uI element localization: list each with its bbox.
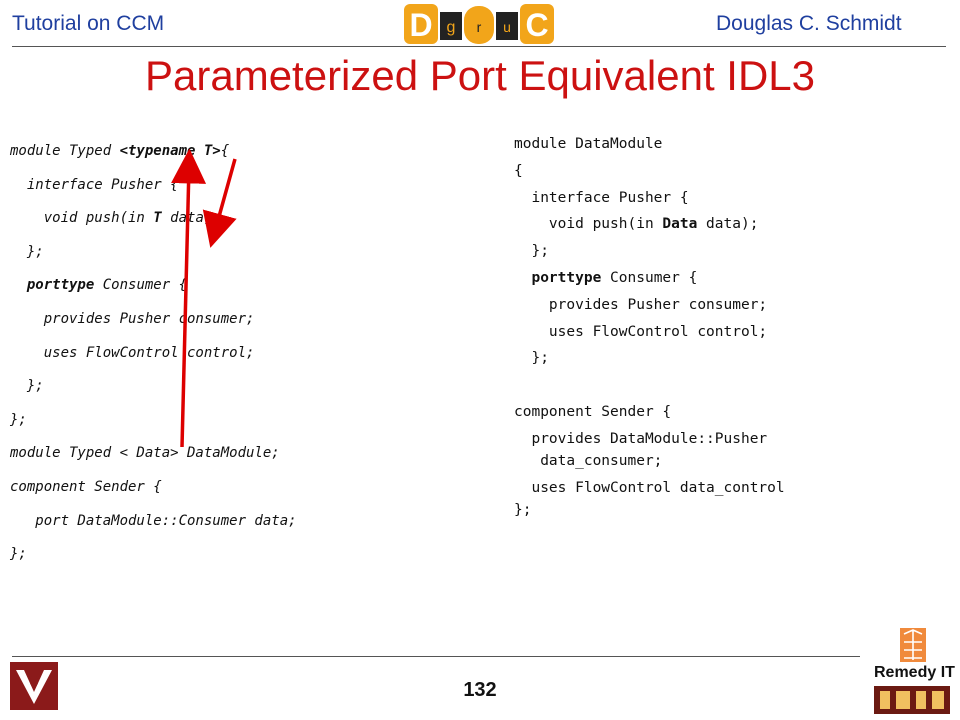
svg-text:g: g [447, 19, 456, 36]
footer-divider [12, 656, 860, 657]
code-emphasis: T [153, 210, 162, 227]
svg-text:D: D [409, 7, 432, 43]
remedy-it-label: Remedy IT [874, 664, 955, 681]
code-line: module Typed < Data> DataModule; [10, 445, 280, 462]
page-number: 132 [463, 679, 497, 701]
code-line: provides Pusher consumer; [514, 296, 768, 313]
code-line: porttype Consumer { [10, 275, 480, 309]
vanderbilt-logo [10, 662, 58, 710]
code-line: provides DataModule::Pusher [514, 430, 768, 447]
svg-text:u: u [503, 19, 511, 35]
code-line: }; [10, 411, 27, 428]
left-code-block: module Typed <typename T>{ interface Pus… [10, 141, 480, 578]
code-line: uses FlowControl control; [10, 344, 255, 361]
remedy-it-logo-icon [900, 628, 926, 662]
right-code-block: module DataModule { interface Pusher { v… [514, 134, 944, 526]
code-line: component Sender { [514, 403, 672, 420]
code-text: data); [697, 216, 759, 233]
code-text: Consumer { [601, 269, 698, 286]
code-line: }; [514, 350, 549, 367]
code-line: void push(in T data); [10, 208, 480, 242]
code-line: data_consumer; [514, 452, 663, 469]
code-line: }; [10, 378, 44, 395]
code-line: interface Pusher { [10, 176, 179, 193]
code-emphasis: porttype [531, 269, 602, 286]
code-text: { [220, 143, 230, 159]
code-text: void push(in [514, 216, 663, 233]
code-line: void push(in Data data); [514, 214, 944, 241]
code-line: porttype Consumer { [514, 268, 944, 295]
code-text: void push(in [10, 210, 154, 227]
code-emphasis: porttype [26, 277, 95, 294]
code-line: }; [514, 501, 532, 518]
header-author: Douglas C. Schmidt [716, 12, 902, 35]
code-line: port DataModule::Consumer data; [10, 512, 297, 529]
header-left-title: Tutorial on CCM [12, 12, 165, 35]
code-line: }; [10, 243, 44, 260]
code-line: module Typed <typename T>{ [10, 141, 480, 175]
code-line: }; [514, 243, 549, 260]
svg-text:r: r [477, 19, 482, 35]
header-divider [12, 46, 946, 47]
svg-text:C: C [525, 7, 548, 43]
code-line: uses FlowControl control; [514, 323, 768, 340]
code-line: component Sender { [10, 478, 162, 495]
isis-logo [874, 686, 950, 714]
code-line: module DataModule [514, 136, 663, 152]
code-line: { [514, 162, 523, 179]
doc-group-logo: D g r u C [404, 4, 554, 44]
code-text: module Typed [10, 143, 120, 159]
code-line: interface Pusher { [514, 189, 689, 206]
code-line [514, 375, 944, 402]
slide-title: Parameterized Port Equivalent IDL3 [144, 52, 815, 99]
code-text: data); [161, 210, 221, 227]
code-line: provides Pusher consumer; [10, 310, 255, 327]
code-emphasis: Data [662, 216, 698, 233]
code-line: }; [10, 546, 27, 563]
code-line: uses FlowControl data_control [514, 479, 785, 496]
code-emphasis: <typename T> [119, 143, 221, 159]
code-text: Consumer { [94, 277, 188, 294]
